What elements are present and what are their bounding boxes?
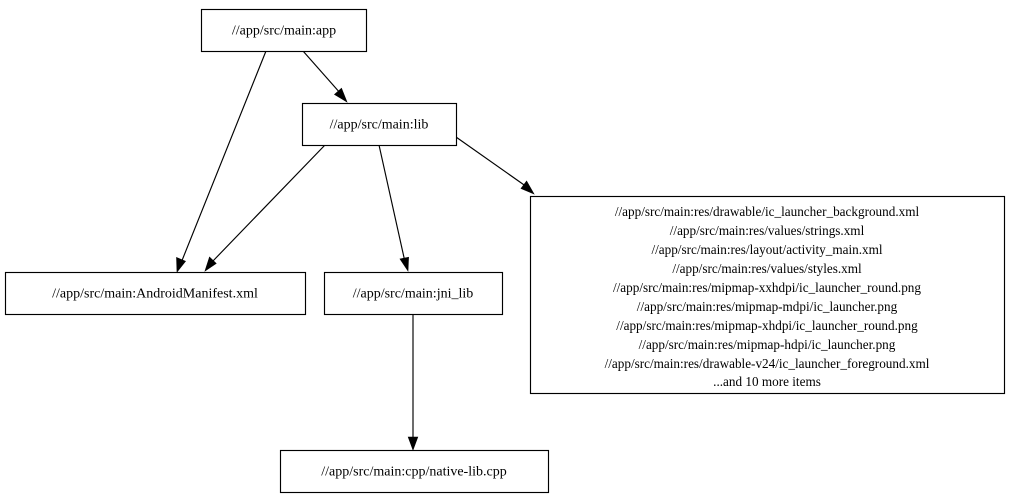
node-layer: //app/src/main:app //app/src/main:lib //… [4,8,1006,494]
node-label-app: //app/src/main:app [232,24,336,39]
resources-line-10-more-items: ...and 10 more items [713,374,821,389]
arrowhead-icon [520,180,535,195]
edge-lib-to-androidmanifest [204,144,326,272]
arrowhead-icon [176,257,186,273]
resources-line-9: //app/src/main:res/drawable-v24/ic_launc… [605,356,930,371]
node-native-lib[interactable]: //app/src/main:cpp/native-lib.cpp [279,449,550,494]
node-app[interactable]: //app/src/main:app [200,8,368,53]
edge-line [455,136,528,188]
node-lib[interactable]: //app/src/main:lib [301,102,458,147]
node-box [4,271,307,316]
node-box [323,271,504,316]
resources-line-1: //app/src/main:res/drawable/ic_launcher_… [615,204,920,219]
node-resources[interactable]: //app/src/main:res/drawable/ic_launcher_… [529,195,1006,395]
edge-layer [176,50,535,451]
edge-line [378,144,406,263]
resources-line-8: //app/src/main:res/mipmap-hdpi/ic_launch… [639,337,896,352]
node-label-lib: //app/src/main:lib [330,118,429,133]
edge-app-to-androidmanifest [176,50,267,273]
node-box [200,8,368,53]
node-androidmanifest[interactable]: //app/src/main:AndroidManifest.xml [4,271,307,316]
arrowhead-icon [407,436,419,451]
edge-line [180,50,267,264]
resources-line-7: //app/src/main:res/mipmap-xhdpi/ic_launc… [616,318,918,333]
node-label-androidmanifest: //app/src/main:AndroidManifest.xml [52,287,258,302]
node-jni-lib[interactable]: //app/src/main:jni_lib [323,271,504,316]
resources-line-2: //app/src/main:res/values/strings.xml [670,223,865,238]
node-label-jni-lib: //app/src/main:jni_lib [353,287,474,302]
edge-jni-lib-to-native-lib [407,314,419,451]
node-box [279,449,550,494]
edge-lib-to-resources [455,136,535,195]
edge-lib-to-jni-lib [378,144,409,272]
resources-line-4: //app/src/main:res/values/styles.xml [672,261,862,276]
node-box [529,195,1006,395]
node-label-native-lib: //app/src/main:cpp/native-lib.cpp [321,465,506,480]
resources-line-3: //app/src/main:res/layout/activity_main.… [651,242,882,257]
arrowhead-icon [204,256,217,272]
arrowhead-icon [399,256,409,272]
resources-line-5: //app/src/main:res/mipmap-xxhdpi/ic_laun… [613,280,921,295]
node-box [301,102,458,147]
edge-app-to-lib [302,50,348,103]
edge-line [302,50,342,95]
resources-line-6: //app/src/main:res/mipmap-mdpi/ic_launch… [637,299,898,314]
edge-line [211,144,326,263]
arrowhead-icon [333,87,348,103]
